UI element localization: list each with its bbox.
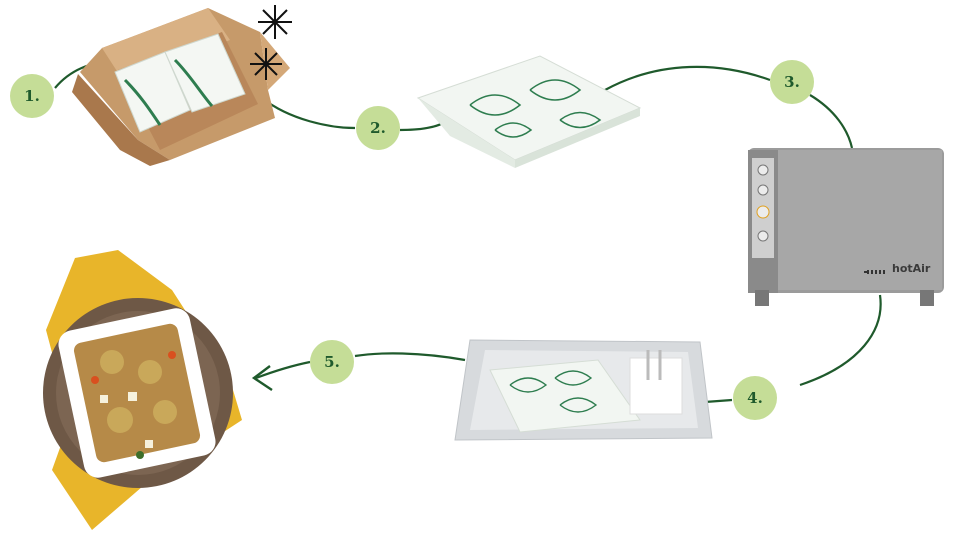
step-badge-2: 2.	[356, 106, 400, 150]
snowflake-icon	[250, 5, 292, 80]
oven-illustration	[748, 148, 944, 306]
step-badge-1: 1.	[10, 74, 54, 118]
step-badge-3: 3.	[770, 60, 814, 104]
arrow-head	[251, 365, 273, 391]
served-dish-illustration	[43, 250, 242, 530]
serving-tray-illustration	[454, 339, 713, 441]
oven-brand-label: hotAir	[892, 262, 931, 275]
frozen-box-illustration	[72, 8, 290, 166]
meal-tray-illustration	[416, 55, 642, 168]
step-badge-5: 5.	[310, 340, 354, 384]
step-badge-4: 4.	[733, 376, 777, 420]
